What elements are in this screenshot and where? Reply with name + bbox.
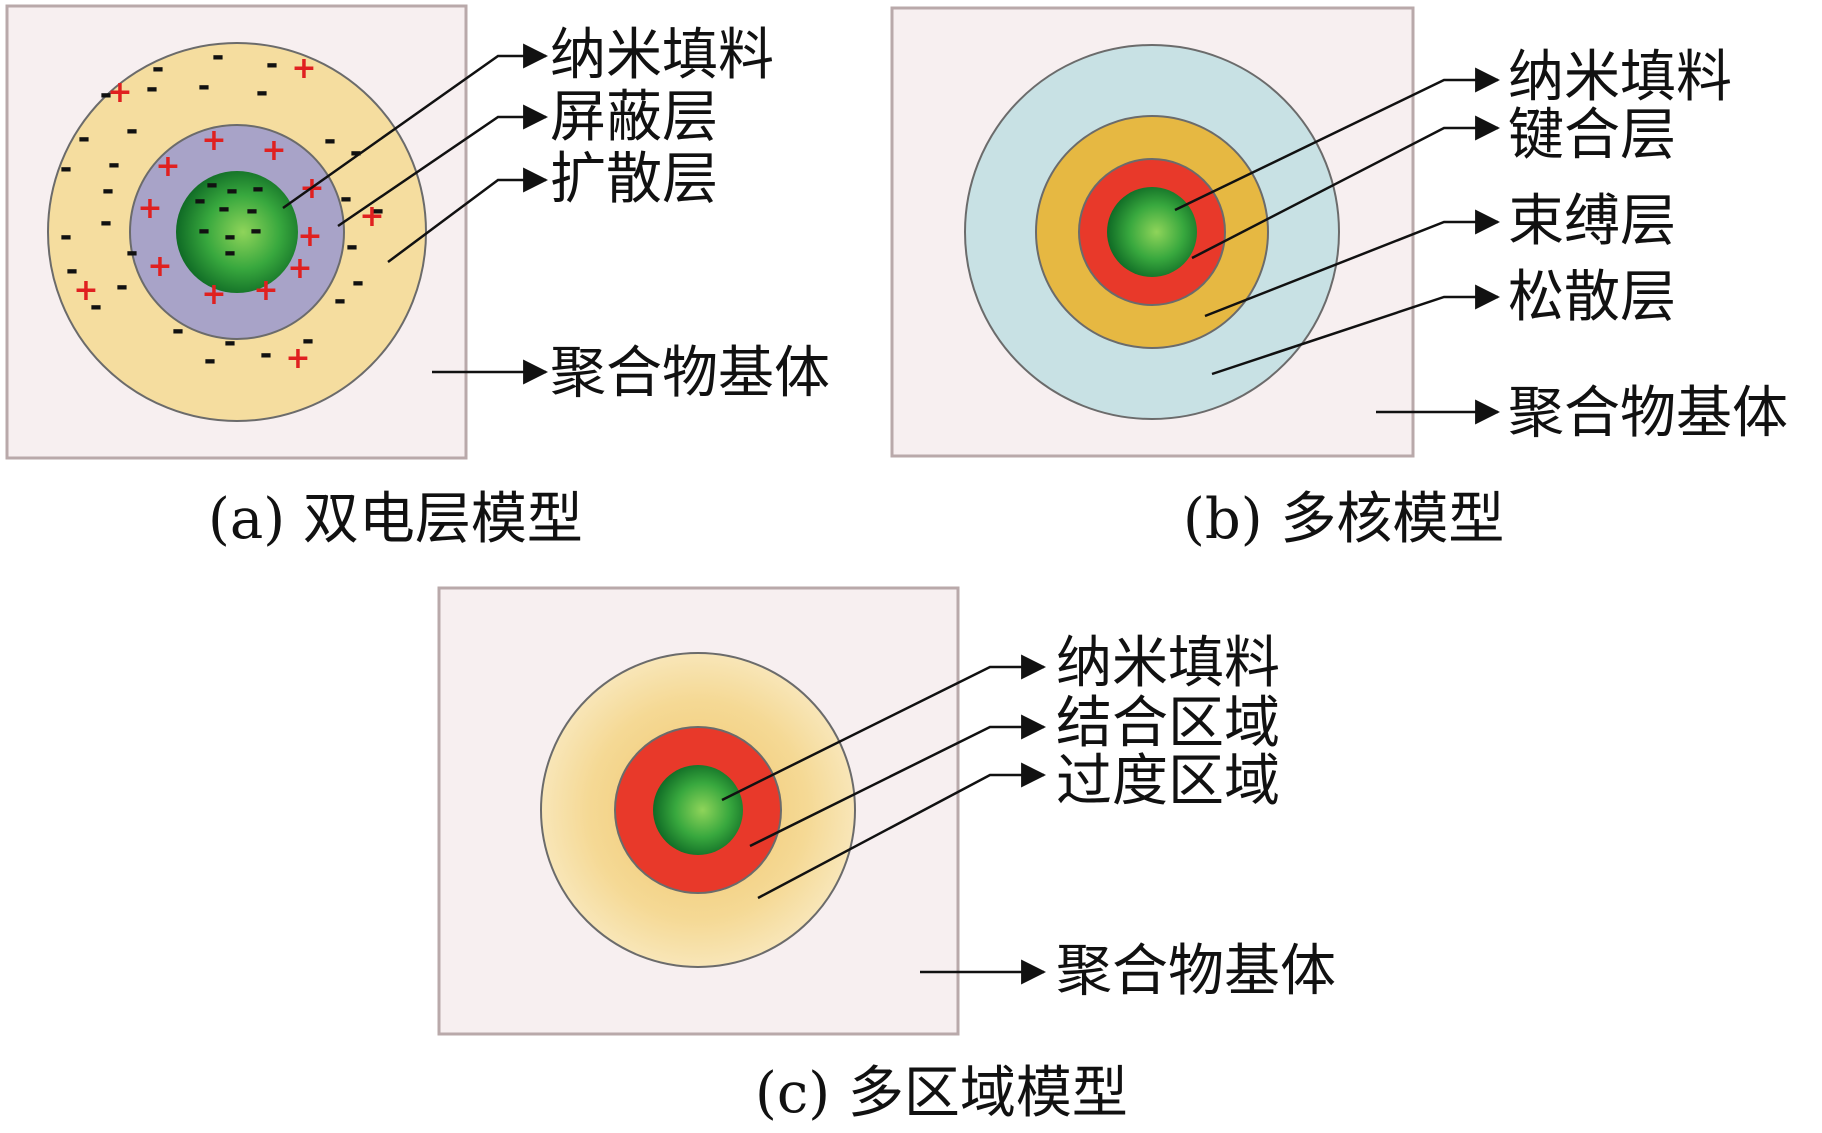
negative-charge: -	[78, 121, 90, 156]
positive-charge: +	[137, 191, 162, 226]
panel-c-leader-bonding	[749, 714, 1047, 848]
panel-a-charges: ----------------------------------------…	[60, 39, 385, 378]
panel-a-label-shield-layer: 屏蔽层	[550, 85, 718, 150]
negative-charge: -	[260, 337, 272, 372]
negative-charge: -	[250, 213, 262, 248]
panel-b-label-bound-layer: 束缚层	[1508, 189, 1676, 254]
negative-charge: -	[224, 235, 236, 270]
negative-charge: -	[266, 47, 278, 82]
negative-charge: -	[218, 191, 230, 226]
negative-charge: -	[224, 325, 236, 360]
positive-charge: +	[201, 277, 226, 312]
panel-c-leader-nanofiller	[721, 654, 1047, 802]
panel-b-label-nanofiller: 纳米填料	[1508, 45, 1732, 110]
negative-charge: -	[346, 229, 358, 264]
positive-charge: +	[291, 51, 316, 86]
negative-charge: -	[60, 151, 72, 186]
negative-charge: -	[100, 205, 112, 240]
negative-charge: -	[108, 147, 120, 182]
negative-charge: -	[324, 123, 336, 158]
positive-charge: +	[285, 341, 310, 376]
negative-charge: -	[206, 167, 218, 202]
negative-charge: -	[90, 289, 102, 324]
negative-charge: -	[116, 269, 128, 304]
positive-charge: +	[287, 251, 312, 286]
panel-a-double-layer-model: ----------------------------------------…	[5, 4, 830, 552]
panel-b-leader-bonded	[1191, 115, 1501, 260]
negative-charge: -	[350, 135, 362, 170]
positive-charge: +	[261, 133, 286, 168]
panel-a-leader-shield	[337, 104, 549, 228]
panel-a-label-polymer-matrix: 聚合物基体	[550, 341, 830, 406]
positive-charge: +	[155, 149, 180, 184]
panel-b-caption: (b) 多核模型	[1183, 487, 1504, 552]
negative-charge: -	[152, 51, 164, 86]
negative-charge: -	[100, 77, 112, 112]
panel-c-label-transition-region: 过度区域	[1056, 749, 1280, 814]
negative-charge: -	[126, 113, 138, 148]
negative-charge: -	[66, 253, 78, 288]
positive-charge: +	[253, 273, 278, 308]
positive-charge: +	[73, 273, 98, 308]
negative-charge: -	[204, 343, 216, 378]
panel-c-multi-region-model: 纳米填料 结合区域 过度区域 聚合物基体 (c) 多区域模型	[437, 586, 1336, 1126]
panel-a-caption: (a) 双电层模型	[208, 487, 583, 552]
positive-charge: +	[359, 199, 384, 234]
panel-c-label-nanofiller: 纳米填料	[1056, 631, 1280, 696]
positive-charge: +	[107, 75, 132, 110]
positive-charge: +	[147, 249, 172, 284]
panel-b-leader-loose	[1211, 284, 1501, 376]
panel-c-label-bonding-region: 结合区域	[1056, 691, 1280, 756]
panel-a-leader-diffuse	[387, 167, 549, 264]
negative-charge: -	[198, 213, 210, 248]
panel-b-leader-nanofiller	[1174, 67, 1501, 212]
negative-charge: -	[340, 181, 352, 216]
panel-c-caption: (c) 多区域模型	[755, 1061, 1128, 1126]
panel-b-label-polymer-matrix: 聚合物基体	[1508, 381, 1788, 446]
negative-charge: -	[334, 283, 346, 318]
panel-b-nanofiller	[1107, 187, 1197, 277]
panel-c-label-polymer-matrix: 聚合物基体	[1056, 939, 1336, 1004]
positive-charge: +	[297, 219, 322, 254]
negative-charge: -	[224, 219, 236, 254]
positive-charge: +	[201, 123, 226, 158]
negative-charge: -	[146, 71, 158, 106]
panel-b-leader-bound	[1204, 209, 1501, 318]
negative-charge: -	[302, 323, 314, 358]
negative-charge: -	[256, 75, 268, 110]
panel-a-label-nanofiller: 纳米填料	[550, 23, 774, 88]
panel-b-label-bonded-layer: 键合层	[1508, 103, 1676, 168]
negative-charge: -	[212, 39, 224, 74]
negative-charge: -	[352, 265, 364, 300]
panel-a-leader-nanofiller	[282, 43, 549, 210]
negative-charge: -	[102, 173, 114, 208]
panel-c-nanofiller	[653, 765, 743, 855]
panel-b-label-loose-layer: 松散层	[1508, 265, 1676, 330]
panel-b-multi-core-model: 纳米填料 键合层 束缚层 松散层 聚合物基体 (b) 多核模型	[890, 6, 1788, 552]
panel-c-leader-transition	[757, 762, 1047, 900]
negative-charge: -	[226, 173, 238, 208]
negative-charge: -	[198, 69, 210, 104]
negative-charge: -	[60, 219, 72, 254]
panel-a-label-diffuse-layer: 扩散层	[550, 147, 718, 212]
panel-a-nanofiller	[176, 171, 298, 293]
negative-charge: -	[194, 183, 206, 218]
negative-charge: -	[126, 235, 138, 270]
negative-charge: -	[252, 171, 264, 206]
negative-charge: -	[172, 313, 184, 348]
negative-charge: -	[246, 193, 258, 228]
